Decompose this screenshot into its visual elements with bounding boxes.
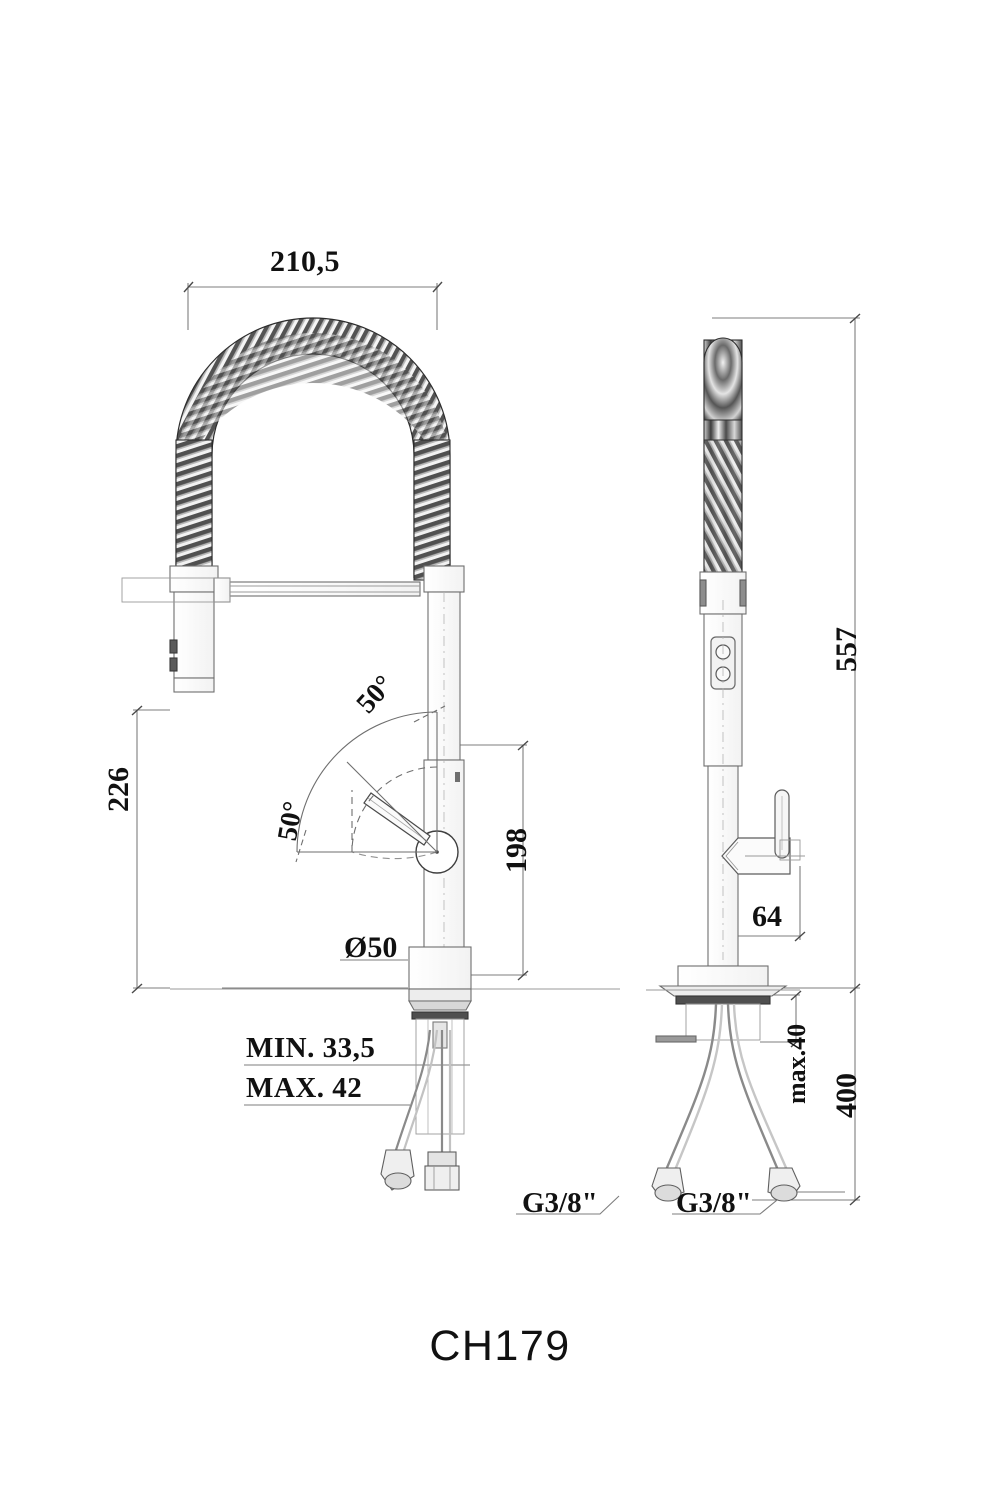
swivel-radial-mid [346,761,438,853]
hose-side-right [726,1003,780,1171]
view-front-elevation [121,317,620,1191]
deck-base-front [170,946,620,1020]
spray-mode-button-upper [169,639,178,654]
base-lock-nut [411,1011,469,1020]
spring-coil-side-windings [703,439,743,581]
base-plate-side [677,965,769,987]
dimension-label-deck-min: MIN. 33,5 [246,1032,376,1064]
angle-leader-top [413,705,446,723]
leader-g38-right [672,1195,783,1215]
base-nut-side [675,995,771,1005]
hose-left-edge [402,1029,439,1151]
spray-head-body [173,591,215,679]
dimension-label-spout-reach: 210,5 [270,245,340,278]
base-flange-side [658,985,788,997]
dimension-label-spout-height: 226 [102,767,135,812]
spray-head-nose [173,677,215,693]
column-index-mark [455,772,460,782]
model-number-caption: CH179 [429,1322,571,1370]
spring-coil-left-leg-lower [175,439,213,581]
handle-cap-outline [779,839,801,861]
base-escutcheon [408,946,472,990]
base-shank-side [685,1003,761,1041]
dimension-label-hose-length: 400 [830,1073,863,1118]
deck-base-side [646,965,800,1043]
base-mounting-bracket [655,1035,697,1043]
spring-coil-right-leg-lower [413,439,451,581]
dimension-label-deck-max: MAX. 42 [246,1072,363,1104]
view-side-elevation [646,337,805,1202]
dimension-label-max-deck-thickness: max.40 [782,1023,811,1104]
hose-fitting-side-right [767,1167,801,1202]
hose-fitting-left [380,1149,415,1191]
dimension-label-base-diameter: Ø50 [344,931,398,964]
hoses-side [651,1003,801,1202]
dimension-ticks [131,281,861,1206]
dimension-label-total-height: 557 [830,627,863,672]
dimension-lines [133,283,860,1215]
base-washer-top [408,988,472,1002]
dimension-label-handle-projection: 64 [752,900,782,933]
threaded-shank-outline [415,1018,465,1135]
connector-socket [213,577,231,603]
dimension-label-column-height: 198 [500,828,533,873]
hose-side-right-edge [732,1003,789,1171]
spray-head-assembly [169,565,219,693]
connector-hidden-outline [121,577,231,603]
swivel-arc-limit [351,851,438,860]
hose-fitting-side-left [651,1167,685,1202]
inlet-label-left: G3/8" [522,1187,598,1219]
base-gasket [408,1000,472,1011]
connector-tube [229,581,421,597]
hose-left [394,1029,432,1151]
hose-side-left-edge [673,1003,724,1171]
column-top-collar [423,565,465,593]
mixer-column [423,565,465,956]
spout-connector-bar [121,577,421,603]
inlet-label-right: G3/8" [676,1187,752,1219]
lever-handle-side [721,789,805,875]
handset-collar-rib-left [699,579,707,607]
leader-g38-left [516,1195,620,1215]
angle-label-left: 50° [272,799,310,844]
hose-side-left [664,1003,718,1171]
swivel-arc-outer [296,711,438,853]
swivel-angle-arcs [295,705,446,863]
handset-collar-rib-right [739,579,747,607]
hose-fitting-right [424,1151,460,1191]
spray-head-collar [169,565,219,593]
spring-coil-crown-highlight [176,333,450,520]
spray-head-nose-side [703,337,743,421]
spray-mode-button-lower [169,657,178,672]
angle-leader-left [295,829,307,863]
shank-and-hoses-front [380,1018,465,1191]
